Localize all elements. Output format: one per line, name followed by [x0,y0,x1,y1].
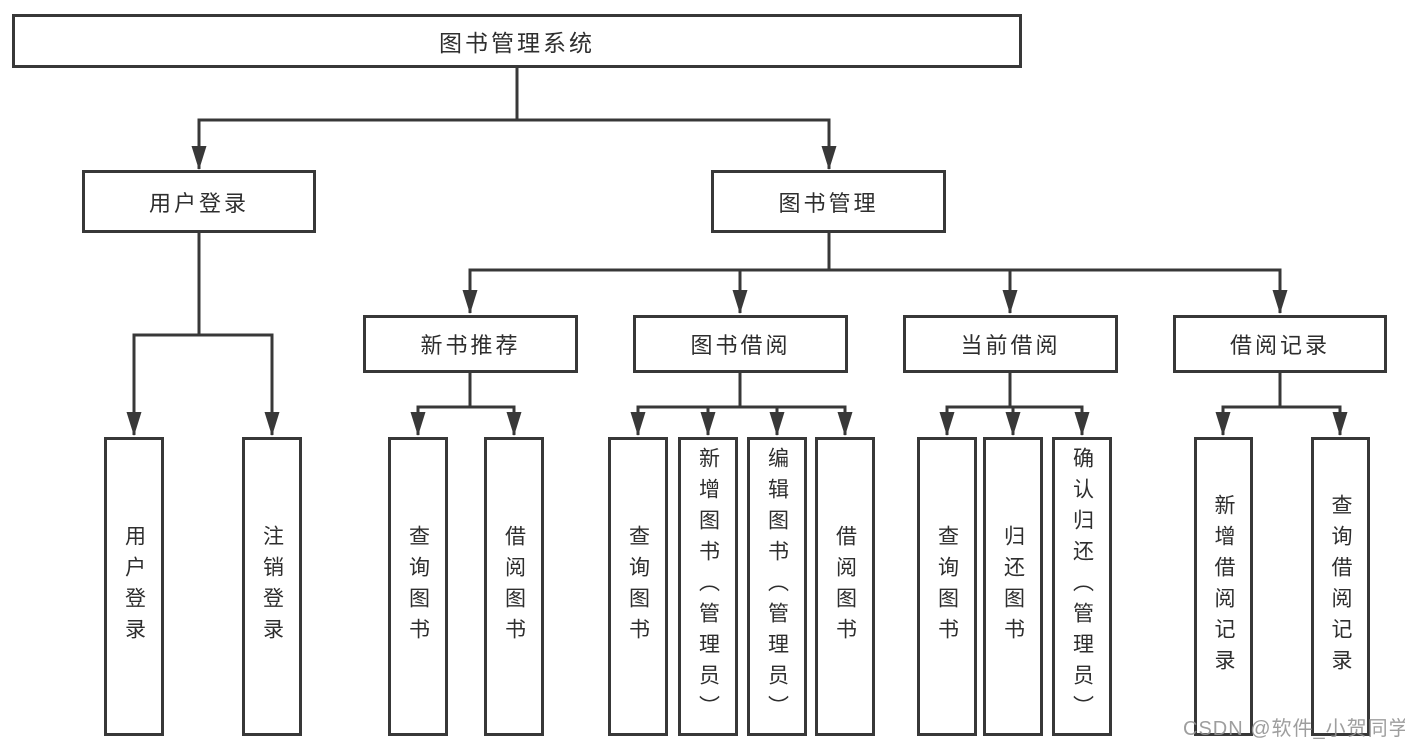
leaf-newbooks-borrow-books: 借阅图书 [484,437,544,736]
leaf-current-return-books: 归还图书 [983,437,1043,736]
node-borrowing-records: 借阅记录 [1173,315,1387,373]
node-book-management-system: 图书管理系统 [12,14,1022,68]
leaf-borrow-query-books: 查询图书 [608,437,668,736]
node-book-management: 图书管理 [711,170,946,233]
leaf-borrow-borrow-books: 借阅图书 [815,437,875,736]
leaf-records-query-record: 查询借阅记录 [1311,437,1370,736]
leaf-borrow-edit-books-admin: 编辑图书（管理员） [747,437,807,736]
node-new-book-recommend: 新书推荐 [363,315,578,373]
leaf-user-login: 用户登录 [104,437,164,736]
leaf-records-add-record: 新增借阅记录 [1194,437,1253,736]
node-book-borrowing: 图书借阅 [633,315,848,373]
leaf-logout: 注销登录 [242,437,302,736]
leaf-newbooks-query-books: 查询图书 [388,437,448,736]
leaf-current-query-books: 查询图书 [917,437,977,736]
leaf-current-confirm-return-admin: 确认归还（管理员） [1052,437,1112,736]
node-current-borrowing: 当前借阅 [903,315,1118,373]
leaf-borrow-add-books-admin: 新增图书（管理员） [678,437,738,736]
node-user-login: 用户登录 [82,170,316,233]
watermark: CSDN @软件_小贺同学 [1183,718,1405,740]
